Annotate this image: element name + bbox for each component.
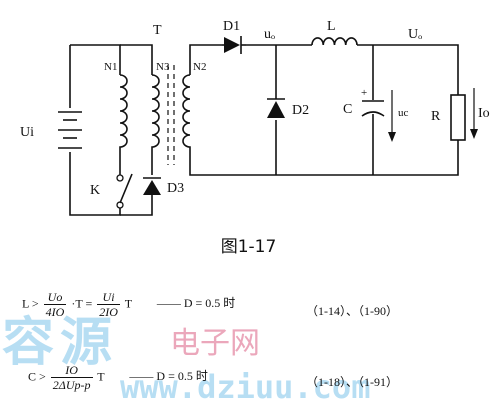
transformer-core	[167, 65, 175, 165]
diode-d3	[143, 177, 161, 195]
label-plus: +	[361, 87, 367, 99]
capacitor-c	[361, 100, 385, 117]
formula1-lhs: L >	[22, 296, 39, 311]
formula1-equation-numbers: （1-14）、（1-90）	[306, 304, 398, 318]
inductor-l	[311, 37, 358, 46]
label-r: R	[431, 109, 441, 124]
uc-arrow	[388, 90, 396, 142]
secondary-wires	[189, 44, 459, 176]
diode-d1	[222, 36, 246, 54]
label-k: K	[90, 183, 100, 198]
formula2-frac1: IO 2ΔUp-p	[50, 363, 93, 392]
label-l: L	[327, 19, 336, 34]
resistor-r	[450, 94, 466, 141]
formula1-frac2-den: 2IO	[99, 305, 118, 319]
label-n3: N3	[156, 61, 170, 73]
label-io: Io	[478, 106, 490, 121]
io-arrow	[470, 88, 478, 139]
formula2-condition: —— D = 0.5 时	[129, 369, 208, 384]
figure-caption: 图1-17	[220, 237, 277, 257]
coil-n3	[151, 74, 160, 155]
battery-symbol	[58, 111, 82, 149]
formula2-lhs: C >	[28, 369, 46, 384]
formula1-frac1-num: Uo	[43, 290, 67, 305]
formula-capacitance: C > IO 2ΔUp-p T —— D = 0.5 时	[28, 363, 208, 392]
label-uo: uₒ	[264, 27, 275, 42]
watermark-subtitle: 电子网	[170, 326, 260, 361]
formula1-mid2: T	[124, 296, 132, 311]
label-c: C	[343, 102, 352, 117]
formula2-mid1: T	[97, 369, 105, 384]
label-uc: uc	[398, 107, 409, 119]
formula-inductance: L > Uo 4IO ·T = Ui 2IO T —— D = 0.5 时	[22, 290, 235, 319]
formula1-frac1: Uo 4IO	[43, 290, 67, 319]
formula2-equation-numbers: （1-18）、（1-91）	[306, 375, 398, 389]
label-t: T	[153, 23, 162, 38]
formula1-frac2-num: Ui	[97, 290, 120, 305]
formula1-mid1: ·T =	[71, 296, 93, 311]
watermark-url: www.dziuu.com	[120, 368, 371, 406]
label-d1: D1	[223, 19, 240, 34]
formula2-frac1-den: 2ΔUp-p	[52, 378, 91, 392]
formula1-frac1-den: 4IO	[45, 305, 65, 319]
label-n1: N1	[104, 61, 117, 73]
label-d2: D2	[292, 103, 309, 118]
label-d3: D3	[167, 181, 184, 196]
label-n2: N2	[193, 61, 206, 73]
coil-n1	[119, 74, 128, 155]
switch-k	[116, 173, 133, 209]
watermark-logo-text: 容源	[2, 313, 119, 373]
primary-loop-wires	[69, 44, 153, 216]
coil-n2	[182, 74, 191, 155]
formula1-condition: —— D = 0.5 时	[156, 296, 236, 311]
label-ui: Ui	[20, 125, 34, 140]
formula2-frac1-num: IO	[50, 363, 93, 378]
formula1-frac2: Ui 2IO	[97, 290, 120, 319]
diode-d2	[267, 95, 285, 118]
label-uo-out: Uₒ	[408, 27, 422, 42]
